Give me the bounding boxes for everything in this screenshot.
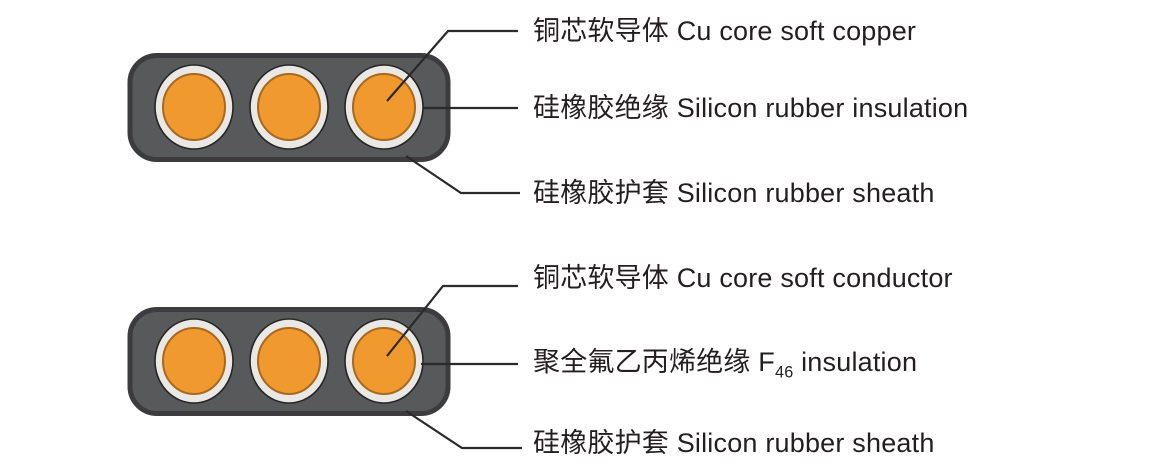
label-silicon-rubber-sheath-top: 硅橡胶护套 Silicon rubber sheath <box>533 175 935 211</box>
label-text: 铜芯软导体 Cu core soft copper <box>533 16 917 46</box>
leader-line-sheath <box>405 410 522 450</box>
label-silicon-rubber-sheath-bottom: 硅橡胶护套 Silicon rubber sheath <box>533 425 935 461</box>
label-text: 聚全氟乙丙烯绝缘 F <box>533 347 775 377</box>
label-silicon-rubber-insulation: 硅橡胶绝缘 Silicon rubber insulation <box>533 90 968 126</box>
label-cu-core-soft-copper: 铜芯软导体 Cu core soft copper <box>533 13 916 49</box>
label-cu-core-soft-conductor: 铜芯软导体 Cu core soft conductor <box>533 260 953 296</box>
label-text: 铜芯软导体 Cu core soft conductor <box>533 263 953 293</box>
label-text-subscript: 46 <box>775 363 794 382</box>
copper-core <box>162 73 226 141</box>
label-f46-insulation: 聚全氟乙丙烯绝缘 F46 insulation <box>533 344 917 380</box>
label-text: 硅橡胶护套 Silicon rubber sheath <box>533 428 935 458</box>
leader-line-copper-core <box>386 284 518 357</box>
copper-core <box>162 327 226 395</box>
leader-line-sheath <box>405 155 520 195</box>
label-text: 硅橡胶护套 Silicon rubber sheath <box>533 178 935 208</box>
copper-core <box>257 327 321 395</box>
label-text: 硅橡胶绝缘 Silicon rubber insulation <box>533 93 969 123</box>
copper-core <box>352 327 416 395</box>
cable-cross-section-bottom <box>127 284 522 450</box>
label-text: insulation <box>793 347 918 377</box>
copper-core <box>352 73 416 141</box>
leader-line-copper-core <box>386 29 518 102</box>
cable-cross-section-top <box>127 29 520 195</box>
copper-core <box>257 73 321 141</box>
